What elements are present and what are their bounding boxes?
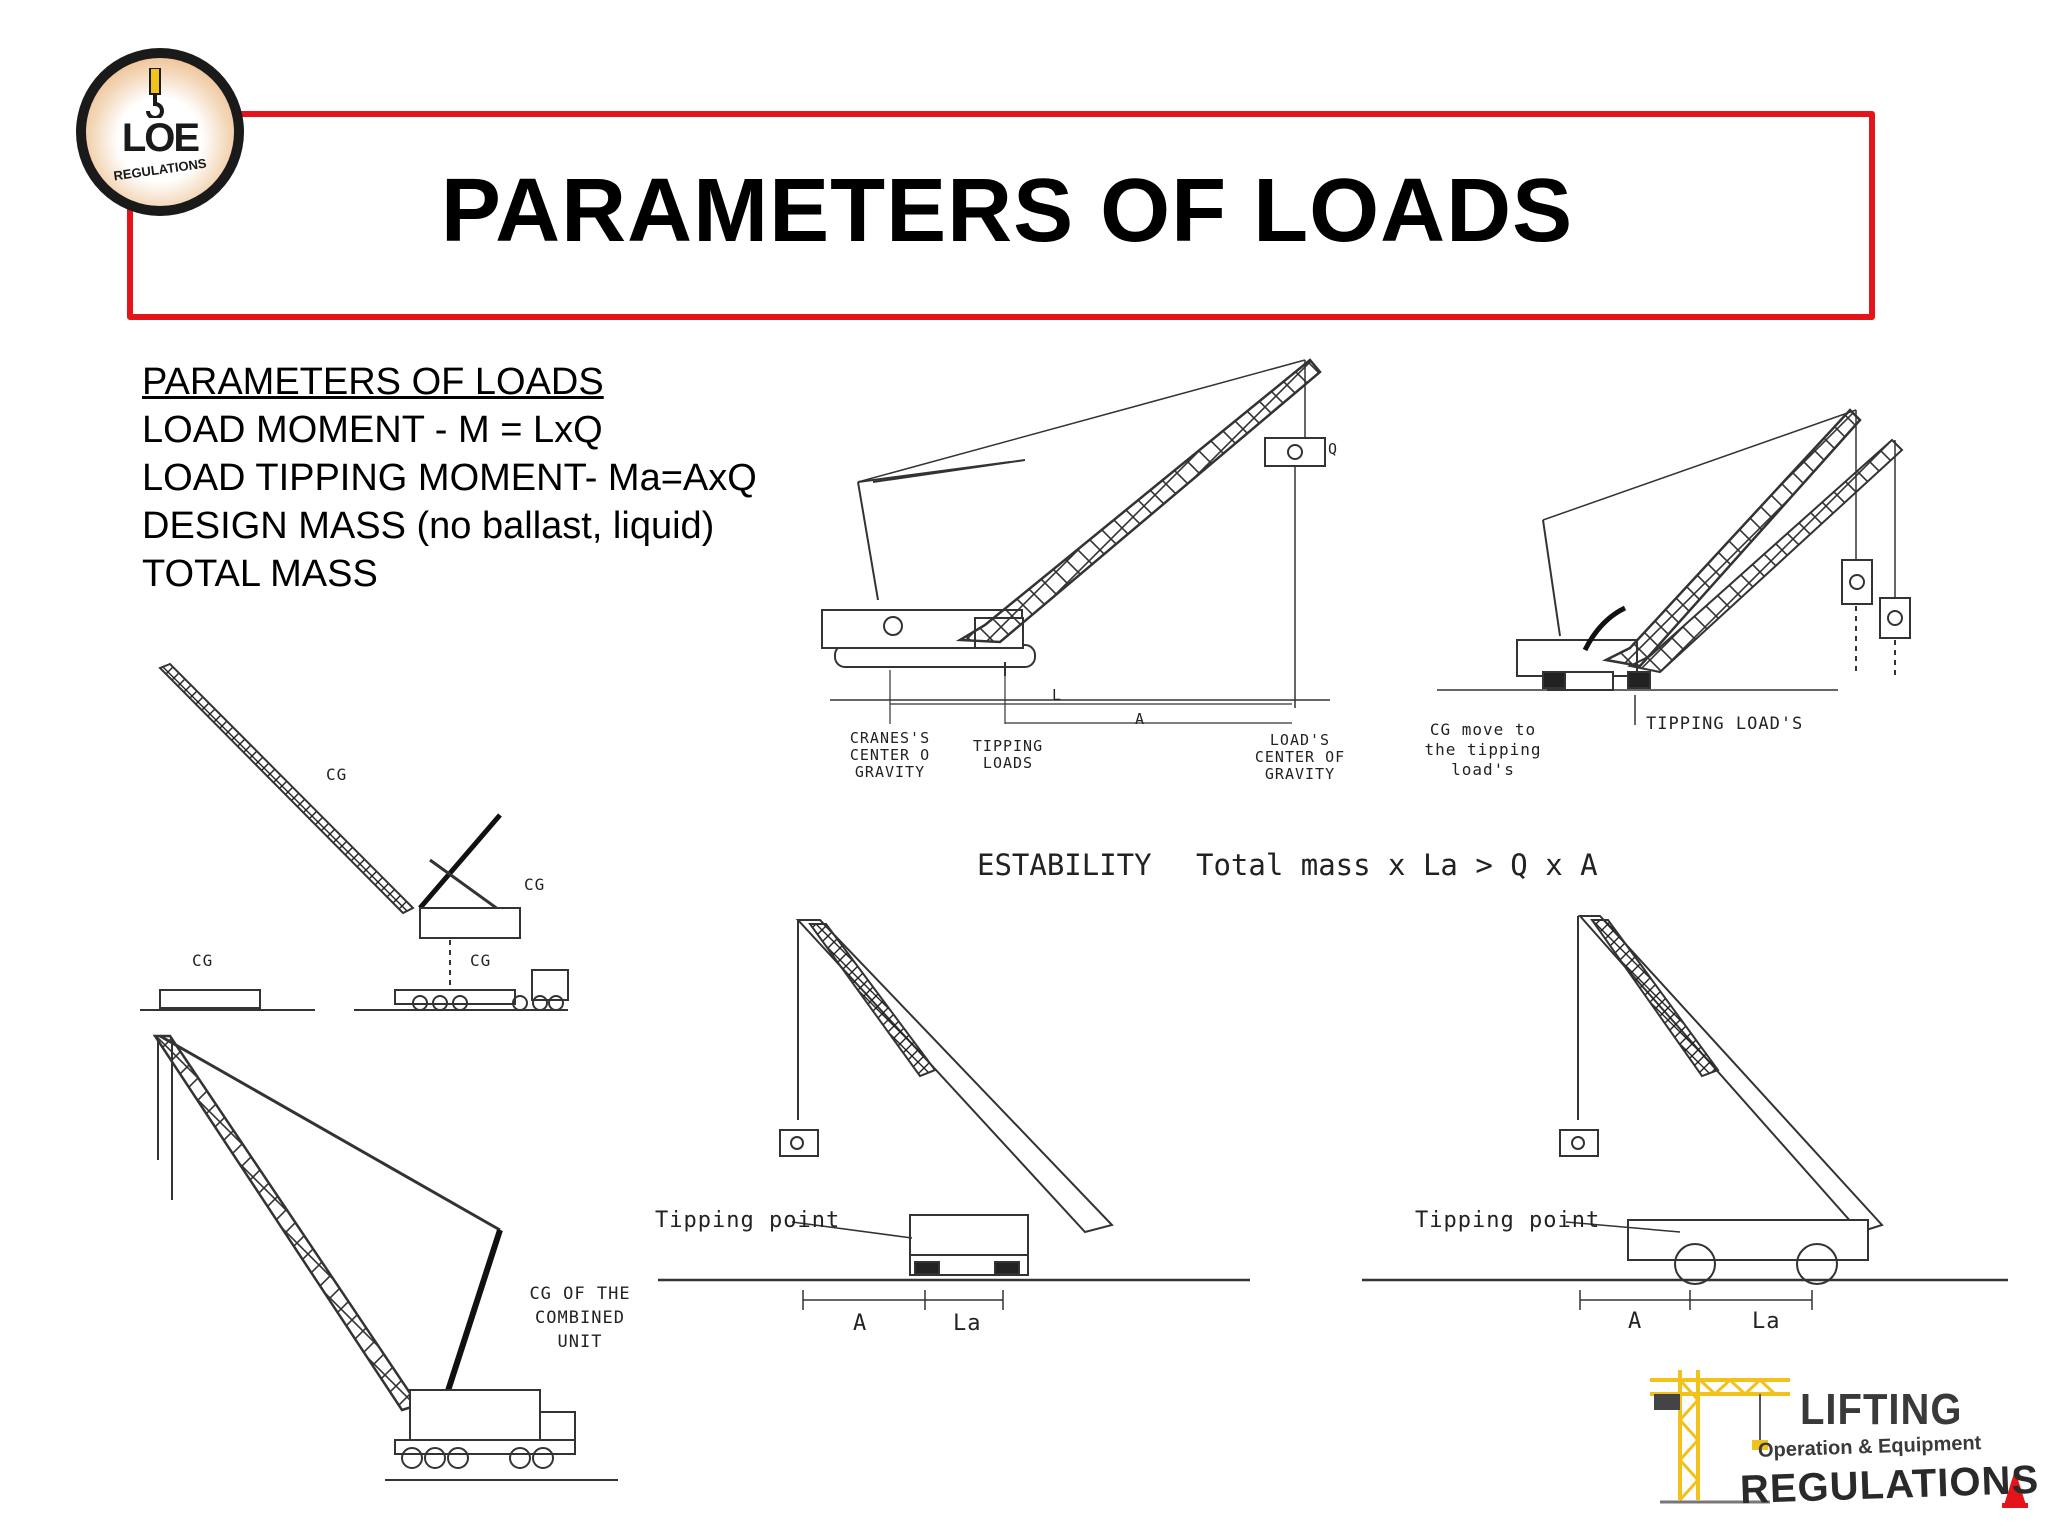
crane-cg-label: CRANES'S CENTER O GRAVITY <box>849 729 931 781</box>
a-right-label: A <box>1628 1309 1643 1334</box>
cg-move-label: CG move to the tipping load's <box>1424 720 1542 779</box>
stability-right-diagram <box>1362 915 2008 1310</box>
a-left-label: A <box>853 1311 868 1336</box>
parameter-line: DESIGN MASS (no ballast, liquid) <box>142 505 715 547</box>
cg-boom-label: CG <box>326 765 348 784</box>
tipping-crane-diagram <box>1437 408 1911 725</box>
loe-logo-inner: LOE REGULATIONS <box>86 58 234 206</box>
page-title: PARAMETERS OF LOADS <box>440 161 1574 261</box>
loe-logo: LOE REGULATIONS <box>76 48 244 216</box>
footer-lifting: LIFTING <box>1800 1386 1963 1434</box>
parameters-list: PARAMETERS OF LOADS LOAD MOMENT - M = Lx… <box>142 358 757 598</box>
parameter-line: LOAD MOMENT - M = LxQ <box>142 409 603 451</box>
distance-a-label: A <box>1135 710 1146 728</box>
parameter-line: LOAD TIPPING MOMENT- Ma=AxQ <box>142 457 757 499</box>
hook-icon <box>146 68 164 118</box>
stability-formula: Total mass x La > Q x A <box>1196 848 1598 882</box>
stability-label: ESTABILITY <box>977 848 1152 882</box>
tipping-point-right-label: Tipping point <box>1415 1208 1601 1233</box>
combined-unit-crane-diagram <box>152 1034 618 1481</box>
tipping-loads-label: TIPPING LOADS <box>972 737 1044 772</box>
cg-upper-label: CG <box>524 875 546 894</box>
load-q-label: Q <box>1328 440 1339 458</box>
la-right-label: La <box>1752 1309 1781 1334</box>
la-left-label: La <box>953 1311 982 1336</box>
parameters-heading: PARAMETERS OF LOADS <box>142 361 604 403</box>
tower-crane-icon <box>1650 1370 2028 1508</box>
stability-left-diagram <box>658 919 1250 1310</box>
crawler-crane-diagram <box>821 358 1330 724</box>
tipping-loads-right-label: TIPPING LOAD'S <box>1646 714 1804 734</box>
cg-carrier-label: CG <box>192 951 214 970</box>
parameter-line: TOTAL MASS <box>142 553 378 595</box>
cg-combined-label: CG OF THE COMBINED UNIT <box>529 1284 631 1352</box>
length-l-label: L <box>1052 686 1063 704</box>
cg-carrier-label: CG <box>470 951 492 970</box>
title-frame <box>127 111 1875 320</box>
crane-components-diagram <box>140 662 569 1011</box>
logo-word: LOE <box>121 116 200 160</box>
load-cg-label: LOAD'S CENTER OF GRAVITY <box>1254 731 1346 783</box>
tipping-point-left-label: Tipping point <box>655 1208 841 1233</box>
